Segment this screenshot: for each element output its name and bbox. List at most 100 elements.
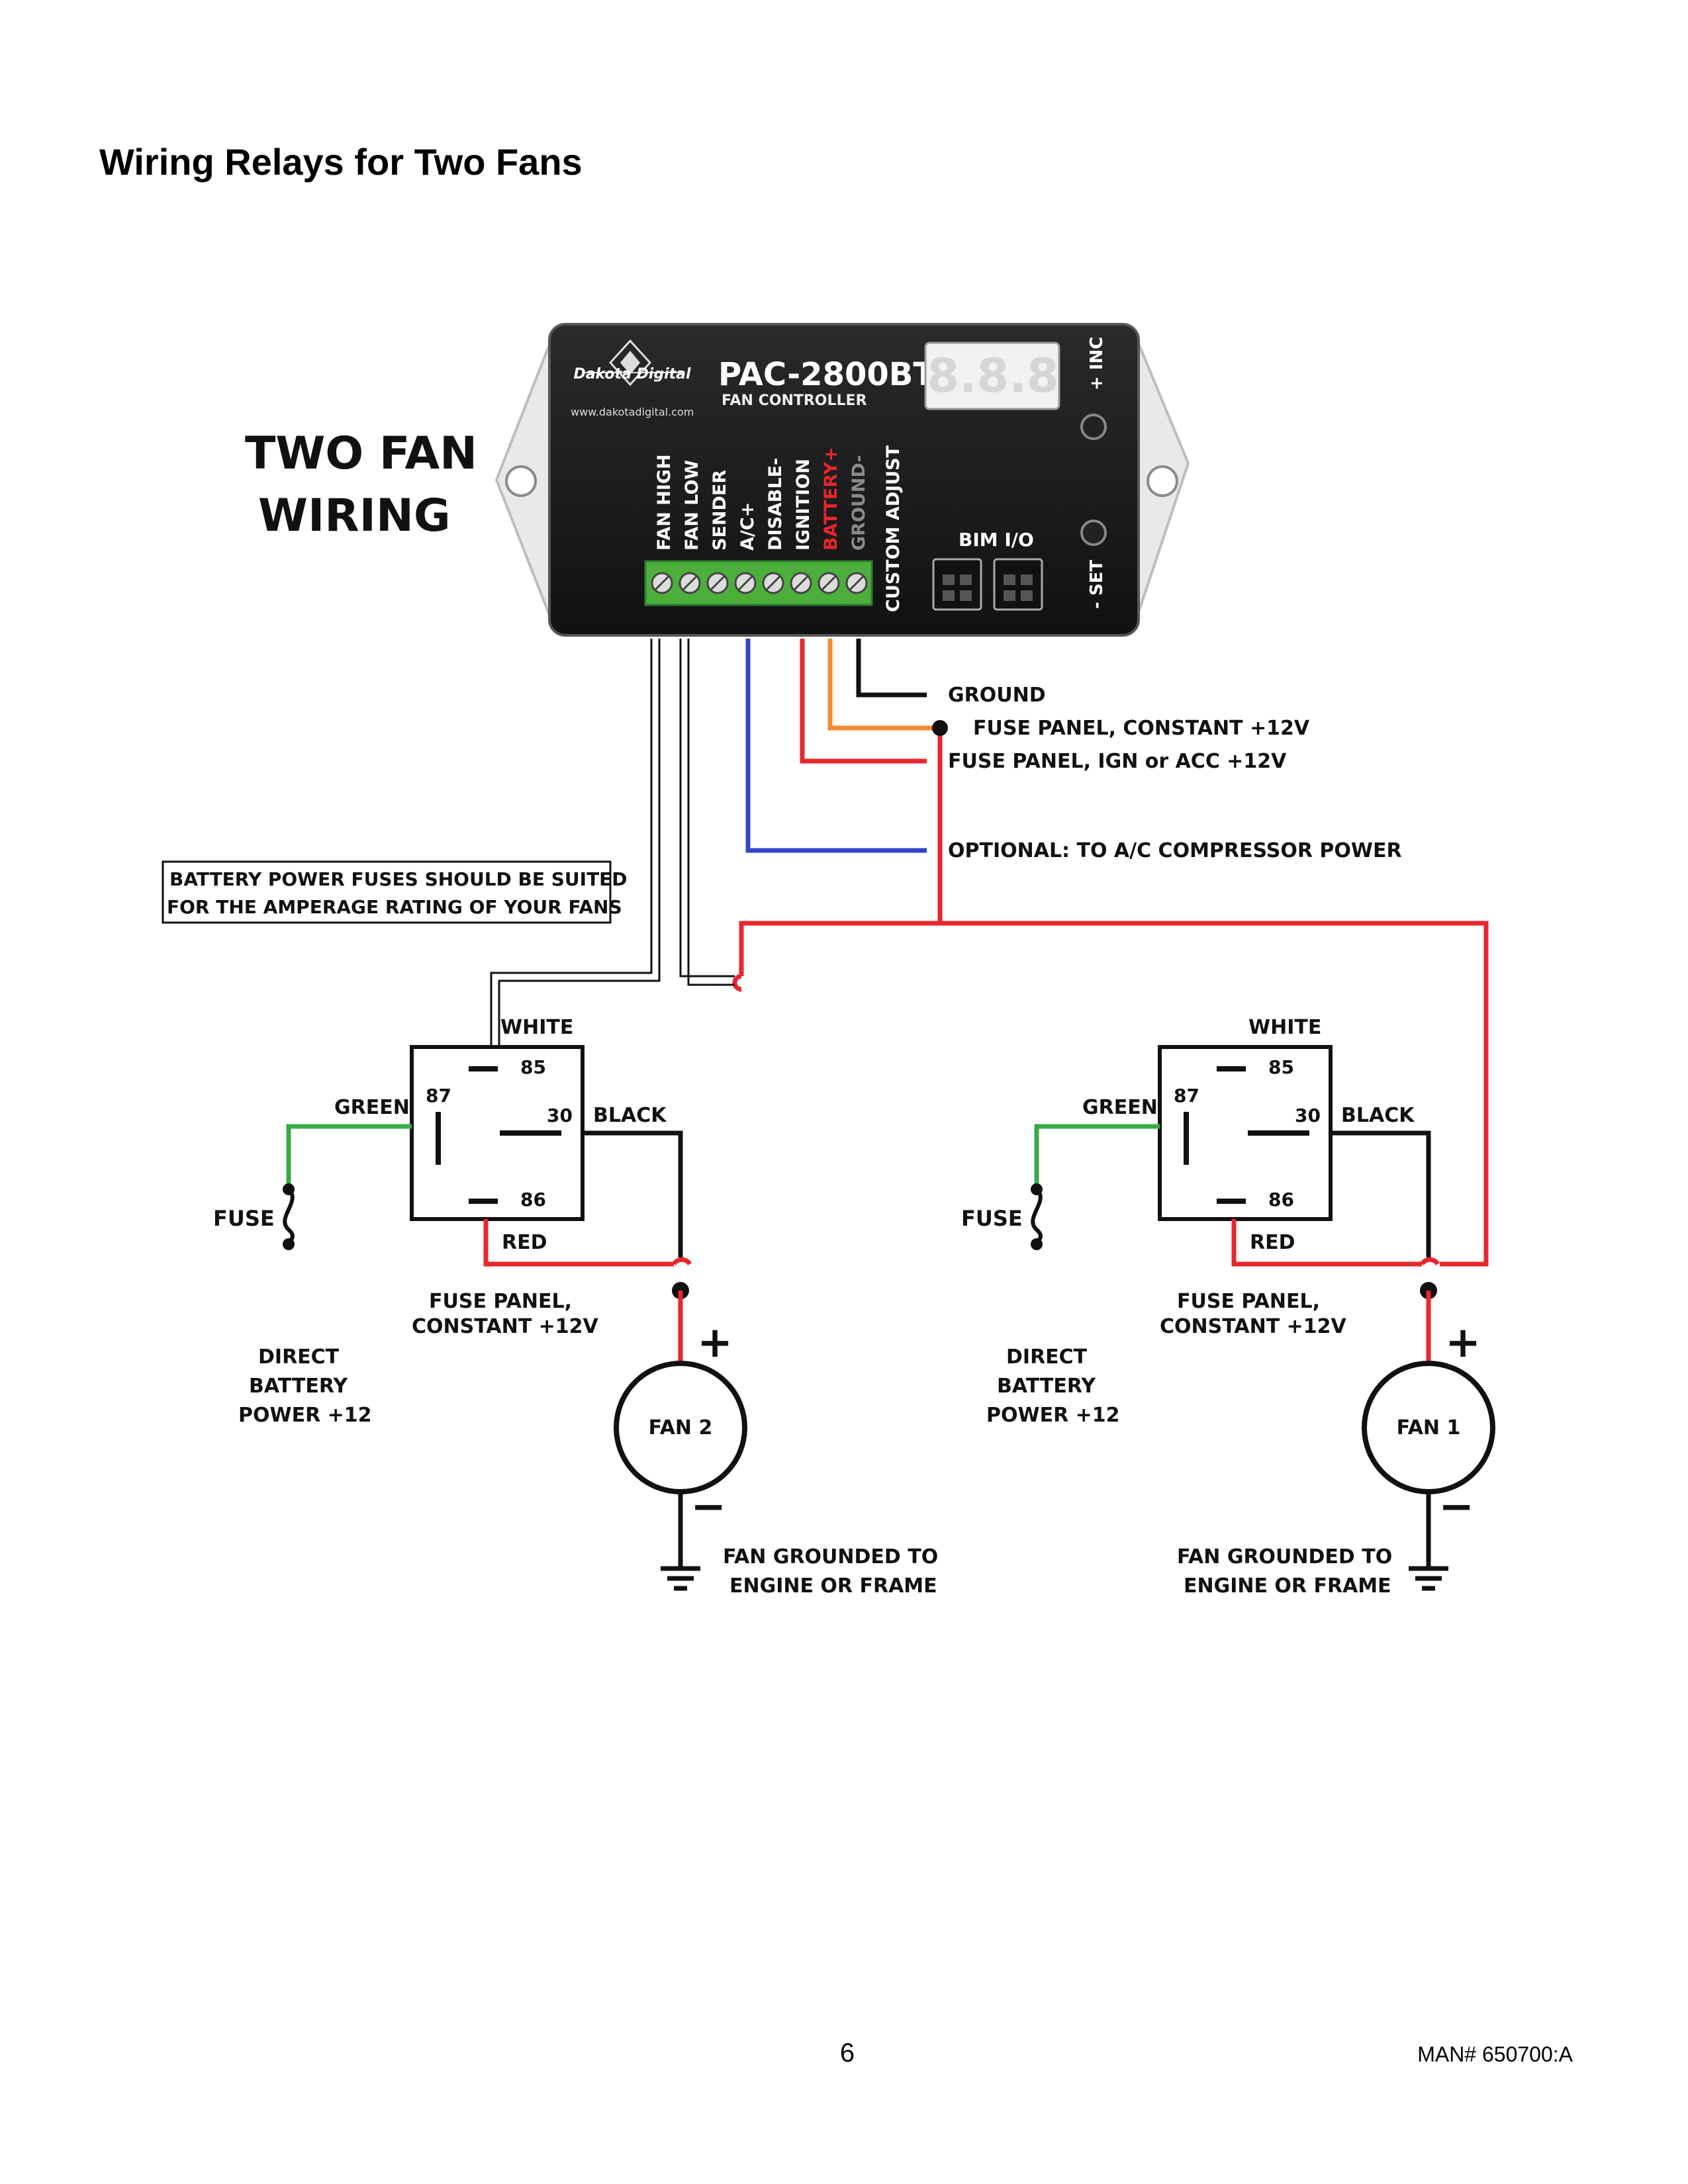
bim-port-left[interactable] bbox=[932, 558, 982, 611]
fuse-label: FUSE bbox=[213, 1206, 275, 1231]
ground-symbol bbox=[661, 1566, 700, 1591]
fuse-note-box bbox=[162, 860, 612, 924]
inc-button[interactable] bbox=[1080, 414, 1107, 440]
model-name: PAC-2800BT bbox=[718, 356, 935, 393]
pin-85: 85 bbox=[1268, 1056, 1294, 1078]
ground-note-2: ENGINE OR FRAME bbox=[1184, 1574, 1391, 1598]
bim-label: BIM I/O bbox=[959, 529, 1034, 551]
mount-hole-left bbox=[505, 465, 537, 497]
fan-label: FAN 2 bbox=[649, 1416, 713, 1439]
ground-note-1: FAN GROUNDED TO bbox=[1177, 1545, 1392, 1569]
fuse-panel-label-1: FUSE PANEL, bbox=[429, 1290, 572, 1313]
diagram-heading-line2: WIRING bbox=[258, 490, 451, 542]
red-wire bbox=[483, 1219, 674, 1267]
ac-wire bbox=[745, 639, 927, 853]
black-label: BLACK bbox=[1341, 1104, 1415, 1127]
pin-85: 85 bbox=[520, 1056, 546, 1078]
red-bus-hop bbox=[732, 974, 742, 992]
white-label: WHITE bbox=[500, 1016, 573, 1039]
fuse-panel-label-2: CONSTANT +12V bbox=[412, 1315, 598, 1338]
terminal-label-ignition: IGNITION bbox=[793, 459, 814, 551]
direct-label-2: BATTERY bbox=[997, 1375, 1096, 1398]
page-title: Wiring Relays for Two Fans bbox=[99, 141, 583, 183]
fuse-terminal-bottom bbox=[283, 1238, 295, 1250]
led-display-digits: 8.8.8 bbox=[927, 349, 1058, 403]
black-label: BLACK bbox=[593, 1104, 667, 1127]
brand-name: Dakota Digital bbox=[573, 366, 691, 383]
brand-url: www.dakotadigital.com bbox=[571, 406, 694, 418]
terminal-label-sender: SENDER bbox=[710, 470, 730, 551]
ignition-wire bbox=[800, 639, 927, 764]
terminal-label-fan-low: FAN LOW bbox=[682, 460, 702, 551]
red-wire-hop bbox=[672, 1257, 692, 1266]
inc-label: + INC bbox=[1087, 337, 1107, 390]
red-bus-right bbox=[940, 921, 1489, 1267]
terminal-label-battery: BATTERY+ bbox=[821, 447, 841, 551]
terminal-label-ac: A/C+ bbox=[737, 502, 758, 551]
battery-wire bbox=[827, 639, 940, 731]
green-label: GREEN bbox=[1082, 1096, 1158, 1119]
page-number: 6 bbox=[839, 2038, 855, 2068]
document-id: MAN# 650700:A bbox=[1417, 2042, 1573, 2066]
pin-86: 86 bbox=[1268, 1189, 1294, 1210]
direct-label-1: DIRECT bbox=[1006, 1345, 1088, 1369]
pin-30: 30 bbox=[1295, 1105, 1321, 1126]
direct-label-3: POWER +12 bbox=[238, 1404, 372, 1427]
terminal-label-fan-high: FAN HIGH bbox=[654, 454, 675, 551]
terminal-labels: FAN HIGH FAN LOW SENDER A/C+ DISABLE- IG… bbox=[654, 445, 904, 612]
pin-87: 87 bbox=[426, 1085, 451, 1107]
fuse-panel-label-2: CONSTANT +12V bbox=[1160, 1315, 1346, 1338]
fan-plus: + bbox=[697, 1318, 733, 1367]
terminal-label-disable: DISABLE- bbox=[765, 458, 786, 551]
fuse-note-line1: BATTERY POWER FUSES SHOULD BE SUITED bbox=[169, 868, 628, 890]
black-wire bbox=[583, 1130, 683, 1257]
relay-circuit-fan1: 85 87 30 86 WHITE GREEN FUSE DIRECT BATT… bbox=[961, 1016, 1495, 1598]
fuse-note-line2: FOR THE AMPERAGE RATING OF YOUR FANS bbox=[167, 896, 622, 918]
fan-minus: − bbox=[690, 1482, 726, 1531]
relay-circuit-fan2: 85 87 30 86 WHITE GREEN FUSE DIRECT BATT… bbox=[213, 1016, 938, 1598]
white-wire-fan-high bbox=[679, 639, 735, 986]
green-wire bbox=[286, 1124, 412, 1185]
direct-label-2: BATTERY bbox=[249, 1375, 348, 1398]
constant-power-junction bbox=[932, 720, 948, 736]
fuse-symbol bbox=[1031, 1187, 1043, 1246]
led-display bbox=[924, 341, 1060, 410]
terminal-label-ground: GROUND- bbox=[849, 455, 869, 551]
green-wire bbox=[1034, 1124, 1160, 1185]
dakota-digital-logo: Dakota Digital bbox=[573, 339, 691, 387]
set-button[interactable] bbox=[1080, 520, 1107, 546]
white-label: WHITE bbox=[1248, 1016, 1321, 1039]
red-wire-hop bbox=[1420, 1257, 1440, 1266]
direct-label-1: DIRECT bbox=[258, 1345, 340, 1369]
red-label: RED bbox=[1250, 1231, 1295, 1254]
ground-symbol bbox=[1409, 1566, 1448, 1591]
label-ground: GROUND bbox=[948, 684, 1046, 707]
fuse-label: FUSE bbox=[961, 1206, 1023, 1231]
fan-plus: + bbox=[1445, 1318, 1481, 1367]
fan-minus: − bbox=[1438, 1482, 1474, 1531]
mount-hole-right bbox=[1147, 465, 1178, 497]
red-wire bbox=[1231, 1219, 1422, 1267]
custom-adjust-label: CUSTOM ADJUST bbox=[883, 445, 904, 612]
diagram-heading-line1: TWO FAN bbox=[245, 428, 477, 480]
model-subtitle: FAN CONTROLLER bbox=[722, 392, 867, 409]
green-label: GREEN bbox=[334, 1096, 410, 1119]
red-label: RED bbox=[502, 1231, 547, 1254]
bim-port-right[interactable] bbox=[993, 558, 1043, 611]
label-constant: FUSE PANEL, CONSTANT +12V bbox=[973, 717, 1310, 740]
red-bus-left bbox=[739, 921, 940, 976]
set-label: - SET bbox=[1087, 560, 1107, 609]
pin-86: 86 bbox=[520, 1189, 546, 1210]
fuse-panel-label-1: FUSE PANEL, bbox=[1177, 1290, 1320, 1313]
fuse-symbol bbox=[283, 1187, 295, 1246]
ground-note-2: ENGINE OR FRAME bbox=[729, 1574, 937, 1598]
fan-controller: Dakota Digital www.dakotadigital.com PAC… bbox=[494, 323, 1190, 637]
direct-label-3: POWER +12 bbox=[986, 1404, 1120, 1427]
fan-label: FAN 1 bbox=[1397, 1416, 1461, 1439]
label-optional: OPTIONAL: TO A/C COMPRESSOR POWER bbox=[948, 839, 1402, 862]
black-wire bbox=[1331, 1130, 1431, 1257]
ground-note-1: FAN GROUNDED TO bbox=[723, 1545, 938, 1569]
fuse-terminal-bottom bbox=[1031, 1238, 1043, 1250]
ground-wire bbox=[856, 639, 927, 698]
